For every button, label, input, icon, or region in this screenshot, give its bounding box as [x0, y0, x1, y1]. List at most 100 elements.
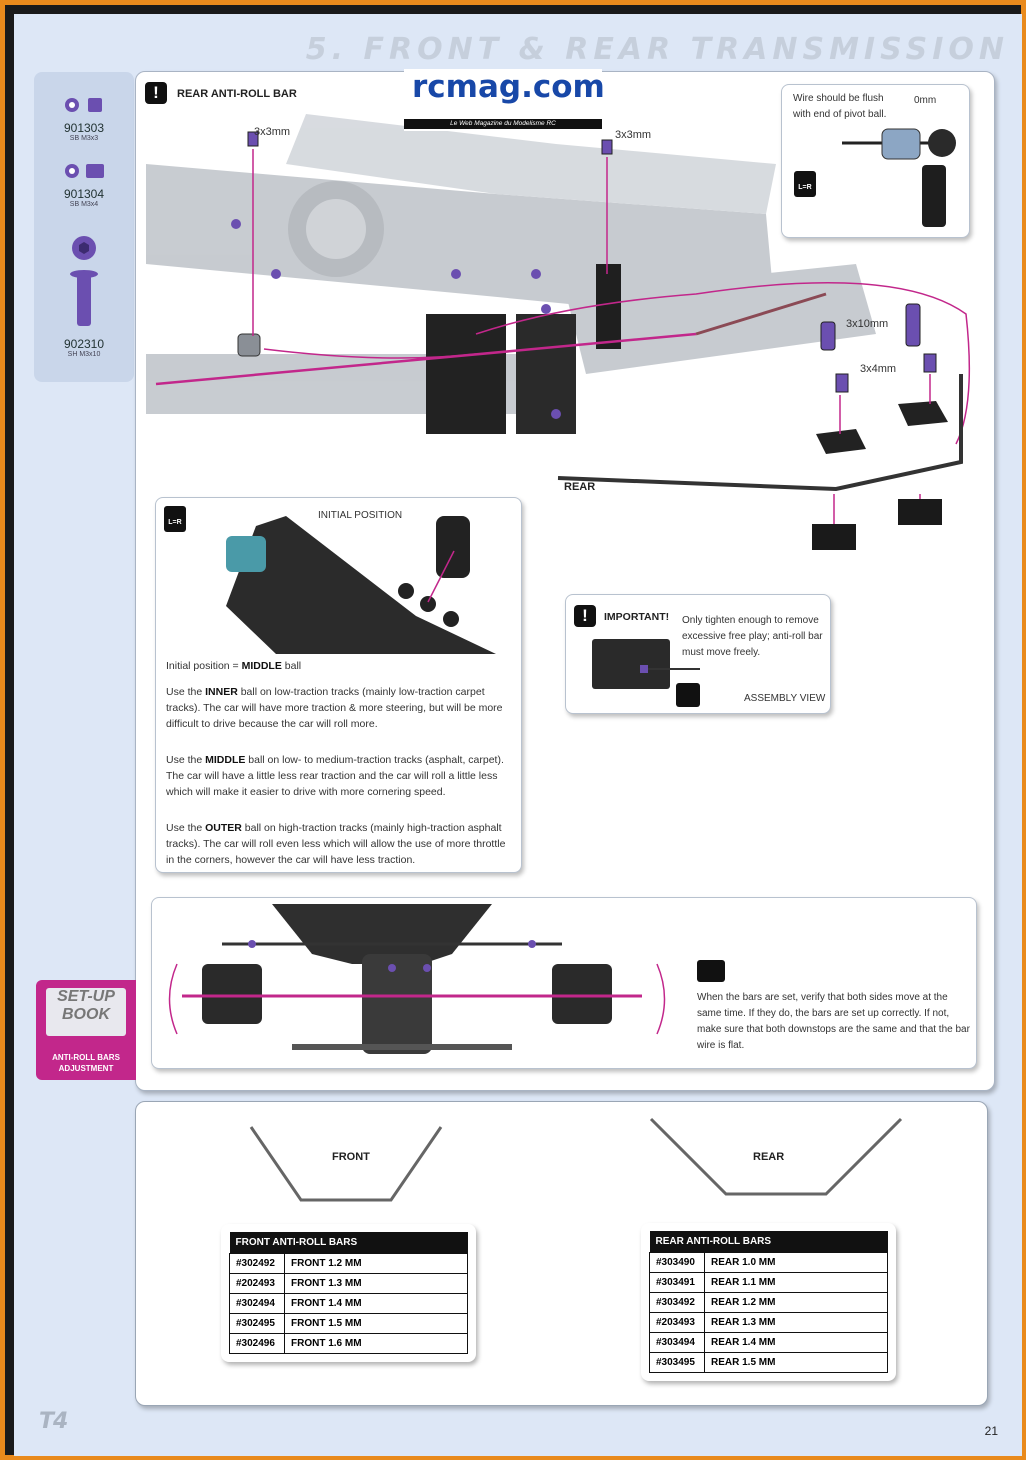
- rear-section-header: !: [145, 82, 167, 104]
- manual-page: 5. FRONT & REAR TRANSMISSION 901303 SB M…: [14, 14, 1022, 1456]
- bar-holder-drawing: [812, 494, 942, 550]
- ball-position-drawing: [226, 516, 496, 654]
- initial-position-panel: L=R INITIAL POSITION Initial position = …: [155, 497, 522, 873]
- wire-note-text: Wire should be flush with end of pivot b…: [793, 91, 903, 123]
- setup-book-tab[interactable]: SET-UP BOOK ANTI-ROLL BARS ADJUSTMENT: [36, 980, 136, 1080]
- part-902310: 902310 SH M3x10: [34, 232, 134, 358]
- part-number: #302494: [229, 1293, 285, 1314]
- part-number: #303494: [649, 1332, 705, 1353]
- page-number: 21: [984, 1424, 998, 1438]
- part-desc: REAR 1.5 MM: [704, 1352, 888, 1373]
- part-desc: REAR 1.1 MM: [704, 1272, 888, 1293]
- part-desc: SB M3x3: [69, 135, 99, 142]
- dim-3x10: 3x10mm: [846, 318, 889, 330]
- part-number: #303490: [649, 1252, 705, 1273]
- anti-roll-check-panel: When the bars are set, verify that both …: [151, 897, 977, 1069]
- setup-book-title-1: SET-UP: [57, 988, 115, 1005]
- text-bold: MIDDLE: [241, 660, 282, 672]
- text-post: ball on low- to medium-traction tracks (…: [166, 754, 504, 798]
- part-desc: REAR 1.4 MM: [704, 1332, 888, 1353]
- caption-line-2: ADJUSTMENT: [58, 1064, 114, 1073]
- model-logo: T4: [39, 1409, 68, 1434]
- part-number: #203493: [649, 1312, 705, 1333]
- wire-note-panel: Wire should be flush with end of pivot b…: [781, 84, 970, 238]
- text-bold: MIDDLE: [205, 754, 246, 766]
- text-post: ball on low-traction tracks (mainly low-…: [166, 686, 503, 730]
- initial-position-label: INITIAL POSITION: [318, 510, 403, 521]
- dim-0mm: 0mm: [914, 95, 937, 106]
- middle-ball-paragraph: Use the MIDDLE ball on low- to medium-tr…: [166, 752, 514, 800]
- rear-assembly-drawing: [146, 114, 971, 492]
- part-number: #302492: [229, 1253, 285, 1274]
- part-number: #303491: [649, 1272, 705, 1293]
- text-post: ball: [281, 660, 302, 672]
- part-number: 902310: [63, 337, 105, 351]
- front-bar-shape-drawing: [249, 1126, 443, 1202]
- part-desc: SH M3x10: [67, 351, 101, 358]
- part-number: #202493: [229, 1273, 285, 1294]
- part-number: #303495: [649, 1352, 705, 1373]
- dim-3x3-left: 3x3mm: [254, 126, 291, 138]
- part-901304: 901304 SB M3x4: [34, 160, 134, 208]
- part-number: #302496: [229, 1333, 285, 1354]
- text-bold: OUTER: [205, 822, 242, 834]
- screw-set-icon: [65, 164, 104, 178]
- rear-section-title: REAR ANTI-ROLL BAR: [177, 88, 297, 100]
- outer-ball-paragraph: Use the OUTER ball on high-traction trac…: [166, 820, 514, 868]
- part-desc: FRONT 1.6 MM: [284, 1333, 468, 1354]
- setup-book-icon: SET-UP BOOK: [46, 988, 126, 1036]
- warning-icon: !: [145, 82, 167, 104]
- part-901303: 901303 SB M3x3: [34, 94, 134, 142]
- rear-table-label: REAR: [753, 1151, 785, 1163]
- front-label: FRONT: [332, 1151, 370, 1163]
- wire-note-line2: with end of pivot ball.: [793, 109, 887, 120]
- lr-icon: L=R: [794, 171, 816, 197]
- part-desc: REAR 1.0 MM: [704, 1252, 888, 1273]
- warning-icon: !: [574, 605, 596, 627]
- part-desc: SB M3x4: [69, 201, 99, 208]
- rear-table-title: REAR ANTI-ROLL BARS: [649, 1231, 888, 1253]
- page-title: 5. FRONT & REAR TRANSMISSION: [305, 32, 1009, 67]
- part-desc: REAR 1.3 MM: [704, 1312, 888, 1333]
- logo-text: rcmag.com: [412, 69, 605, 105]
- text-pre: Use the: [166, 822, 206, 834]
- part-desc: FRONT 1.2 MM: [284, 1253, 468, 1274]
- front-table-title: FRONT ANTI-ROLL BARS: [229, 1232, 468, 1254]
- check-icon: [697, 960, 725, 982]
- dim-3x3-right: 3x3mm: [615, 129, 652, 141]
- rear-bar-shape-drawing: [649, 1117, 903, 1196]
- wire-note-line1: Wire should be flush: [793, 93, 884, 104]
- screw-set-icon: [65, 98, 102, 112]
- setup-book-caption: ANTI-ROLL BARS ADJUSTMENT: [36, 1052, 136, 1074]
- logo-tagline: Le Web Magazine du Modelisme RC: [404, 119, 602, 129]
- page-frame: 5. FRONT & REAR TRANSMISSION 901303 SB M…: [5, 5, 1022, 1456]
- important-text: Only tighten enough to remove excessive …: [682, 615, 823, 658]
- important-label: IMPORTANT!: [604, 611, 670, 623]
- assembly-view-label: ASSEMBLY VIEW: [744, 693, 826, 704]
- car-front-view-drawing: [168, 904, 666, 1054]
- holder-detail-drawing: [592, 639, 700, 707]
- parts-sidebar: 901303 SB M3x3 901304 SB M3x4 902310 SH …: [34, 72, 134, 382]
- rcmag-logo: rcmag.com Le Web Magazine du Modelisme R…: [404, 69, 605, 131]
- inner-ball-paragraph: Use the INNER ball on low-traction track…: [166, 684, 514, 732]
- part-number: #302495: [229, 1313, 285, 1334]
- text-pre: Initial position =: [166, 660, 242, 672]
- hex-screw-icon: [70, 236, 98, 326]
- part-number: 901304: [63, 187, 105, 201]
- initial-position-line: Initial position = MIDDLE ball: [166, 658, 514, 674]
- lr-icon: L=R: [164, 506, 186, 532]
